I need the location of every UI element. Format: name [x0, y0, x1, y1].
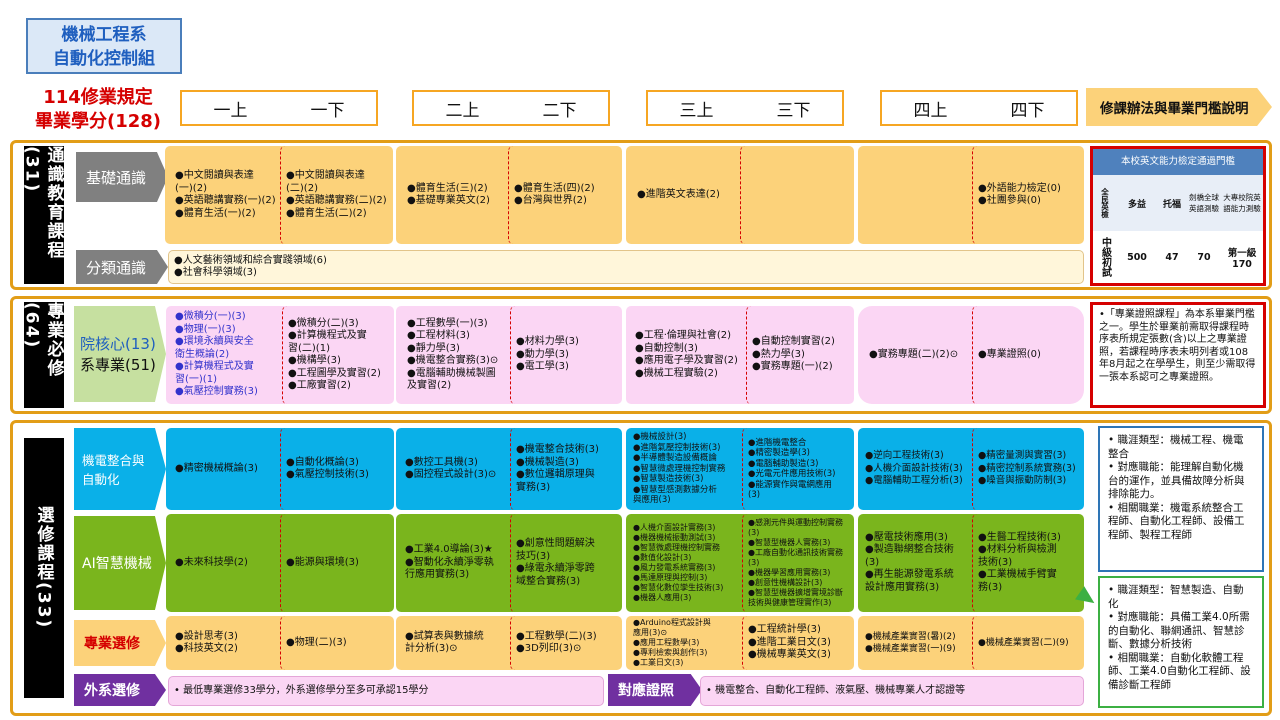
elective-ai-year-4: [858, 514, 1084, 612]
major-required-label: 院核心(13)系專業(51): [74, 306, 166, 402]
english-value-csept: 第一級170: [1227, 247, 1257, 270]
elective-ai-1b: ●能源與環境(3): [280, 514, 394, 612]
english-header-toefl: 托福: [1162, 199, 1181, 210]
elective-auto-1b: ●自動化概論(3) ●氣壓控制技術(3): [280, 428, 394, 510]
english-threshold-table: 本校英文能力檢定通過門檻 全民英檢 多益 托福 劍橋全球英語測驗 大專校院英語能…: [1090, 146, 1266, 286]
general-year-1: [165, 146, 393, 244]
major-required-section: [10, 296, 1272, 414]
elective-pro-4b: ●機械產業實習(二)(9): [972, 616, 1084, 670]
elective-title: 選修課程(33): [24, 438, 64, 698]
elective-auto-year-2: [396, 428, 622, 510]
major-3b: ●自動控制實習(2) ●熱力學(3) ●實務專題(一)(2): [746, 306, 854, 404]
elective-ai-3b: ●感測元件與運動控制實務 (3) ●智慧型機器人實務(3) ●工廠自動化通訊技術…: [742, 514, 854, 612]
elective-pro-4a: ●機械產業實習(暑)(2) ●機械產業實習(一)(9): [865, 631, 956, 655]
major-3a: ●工程‧倫理與社會(2) ●自動控制(3) ●應用電子學及實習(2) ●機械工程…: [635, 330, 738, 379]
general-year-4: [858, 146, 1084, 244]
elective-pro-2b: ●工程數學(二)(3) ●3D列印(3)⊙: [510, 616, 622, 670]
elective-ai-4b: ●生醫工程技術(3) ●材料分析與檢測 技術(3) ●工業機械手臂實 務(3): [972, 514, 1084, 612]
elective-ai-2b: ●創意性問題解決 技巧(3) ●綠電永續淨零跨 域整合實務(3): [510, 514, 622, 612]
elective-auto-4a: ●逆向工程技術(3) ●人機介面設計技術(3) ●電腦輔助工程分析(3): [865, 450, 963, 487]
english-header-csept: 大專校院英語能力測驗: [1223, 193, 1261, 213]
major-year-1: [166, 306, 394, 404]
elective-auto-year-4: [858, 428, 1084, 510]
year-4-header: 四上四下: [880, 90, 1078, 126]
major-4b: ●專業證照(0): [972, 306, 1084, 404]
year-1-header: 一上一下: [180, 90, 378, 126]
english-value-gept: 中級初試: [1099, 237, 1111, 277]
career-note-ai: • 職涯類型：智慧製造、自動化 • 對應職能：具備工業4.0所需的自動化、聯網通…: [1098, 576, 1264, 708]
external-elective-text: • 最低專業選修33學分，外系選修學分至多可承認15學分: [168, 676, 604, 706]
elective-pro-year-4: [858, 616, 1084, 670]
elective-label-automation: 機電整合與 自動化: [74, 428, 166, 510]
elective-pro-2a: ●試算表與數據統 計分析(3)⊙: [405, 630, 484, 655]
general-year-2: [396, 146, 622, 244]
english-header-cambridge: 劍橋全球英語測驗: [1189, 193, 1219, 213]
certificate-label: 對應證照: [608, 674, 702, 706]
elective-auto-3b: ●進階機電整合 ●精密製造學(3) ●電腦輔助製造(3) ●光電元件應用技術(3…: [742, 428, 854, 510]
elective-label-professional: 專業選修: [74, 620, 166, 666]
elective-auto-4b: ●精密量測與實習(3) ●精密控制系統實務(3) ●噪音與振動防制(3): [972, 428, 1084, 510]
general-education-title: 通識教育課程(31): [22, 146, 64, 284]
major-2a: ●工程數學(一)(3) ●工程材料(3) ●靜力學(3) ●機電整合實務(3)⊙…: [407, 317, 499, 392]
major-1a: ●微積分(一)(3) ●物理(一)(3) ●環境永續與安全 衛生概論(2) ●計…: [175, 311, 258, 398]
basic-general-label: 基礎通識: [76, 152, 168, 202]
english-value-toeic: 500: [1127, 251, 1147, 263]
department-title: 機械工程系 自動化控制組: [26, 18, 182, 74]
elective-section: [10, 420, 1272, 716]
english-table-title: 本校英文能力檢定通過門檻: [1093, 149, 1263, 175]
general-1b: ●中文閱讀與表達 (二)(2) ●英語聽講實務(二)(2) ●體育生活(二)(2…: [280, 146, 393, 244]
elective-pro-year-2: [396, 616, 622, 670]
elective-ai-year-2: [396, 514, 622, 612]
elective-ai-4a: ●壓電技術應用(3) ●製造聯網整合技術 (3) ●再生能源發電系統 設計應用實…: [865, 531, 954, 593]
elective-pro-3b: ●工程統計學(3) ●進階工業日文(3) ●機械專業英文(3): [742, 616, 854, 670]
general-2a: ●體育生活(三)(2) ●基礎專業英文(2): [407, 182, 490, 207]
major-4a: ●實務專題(二)(2)⊙: [869, 348, 959, 360]
general-4a: [862, 146, 970, 244]
major-year-4: [858, 306, 1084, 404]
elective-label-ai: AI智慧機械: [74, 516, 166, 610]
category-general-courses: ●人文藝術領域和綜合實踐領域(6) ●社會科學領域(3): [168, 250, 1084, 284]
major-required-title: 專業必修(64): [22, 302, 64, 408]
graduation-credits: 114修業規定 畢業學分(128): [34, 87, 162, 132]
career-note-automation: • 職涯類型：機械工程、機電整合 • 對應職能：能理解自動化機台的運作，並具備故…: [1098, 426, 1264, 572]
english-header-gept: 全民英檢: [1100, 188, 1110, 218]
major-1b: ●微積分(二)(3) ●計算機程式及實 習(二)(1) ●機構學(3) ●工程圖…: [282, 306, 394, 404]
general-3b: [740, 146, 854, 244]
category-general-label: 分類通識: [76, 250, 168, 284]
elective-auto-1a: ●精密機械概論(3): [175, 462, 258, 474]
elective-ai-2a: ●工業4.0導論(3)★ ●智動化永續淨零執 行應用實務(3): [405, 544, 494, 581]
certificate-requirement-note: •「專業證照課程」為本系畢業門檻之一。學生於畢業前需取得課程時序表所規定張數(含…: [1090, 302, 1266, 408]
english-value-cambridge: 70: [1197, 251, 1211, 263]
certificate-text: • 機電整合、自動化工程師、液氣壓、機械專業人才認證等: [700, 676, 1084, 706]
elective-auto-2a: ●數控工具機(3) ●固控程式設計(3)⊙: [405, 456, 497, 481]
year-3-header: 三上三下: [646, 90, 844, 126]
general-4b: ●外語能力檢定(0) ●社團參與(0): [972, 146, 1084, 244]
elective-ai-year-3: [626, 514, 854, 612]
major-year-3: [626, 306, 854, 404]
elective-auto-year-3: [626, 428, 854, 510]
english-value-toefl: 47: [1165, 251, 1179, 263]
major-2b: ●材料力學(3) ●動力學(3) ●電工學(3): [510, 306, 622, 404]
elective-auto-3a: ●機械設計(3) ●進階氣壓控制技術(3) ●半導體製造設備概論 ●智慧微處理機…: [633, 432, 726, 506]
elective-pro-1b: ●物理(二)(3): [280, 616, 394, 670]
english-header-toeic: 多益: [1127, 199, 1146, 210]
elective-auto-2b: ●機電整合技術(3) ●機械製造(3) ●數位邏輯原理與 實務(3): [510, 428, 622, 510]
elective-ai-1a: ●未來科技學(2): [175, 556, 248, 568]
general-2b: ●體育生活(四)(2) ●台灣與世界(2): [508, 146, 622, 244]
general-1a: ●中文閱讀與表達 (一)(2) ●英語聽講實務(一)(2) ●體育生活(一)(2…: [175, 170, 276, 219]
elective-pro-year-3: [626, 616, 854, 670]
general-3a: ●進階英文表達(2): [637, 188, 720, 200]
general-education-section: [10, 140, 1272, 290]
rules-header: 修課辦法與畢業門檻說明: [1086, 88, 1272, 126]
external-elective-label: 外系選修: [74, 674, 166, 706]
elective-pro-1a: ●設計思考(3) ●科技英文(2): [175, 630, 238, 655]
major-year-2: [396, 306, 622, 404]
elective-pro-3a: ●Arduino程式設計與 應用(3)⊙ ●應用工程數學(3) ●專利檢索與創作…: [633, 618, 711, 667]
elective-ai-3a: ●人機介面設計實務(3) ●機器機械振動測試(3) ●智慧微處理機控制實務 ●數…: [633, 523, 724, 602]
year-2-header: 二上二下: [412, 90, 610, 126]
